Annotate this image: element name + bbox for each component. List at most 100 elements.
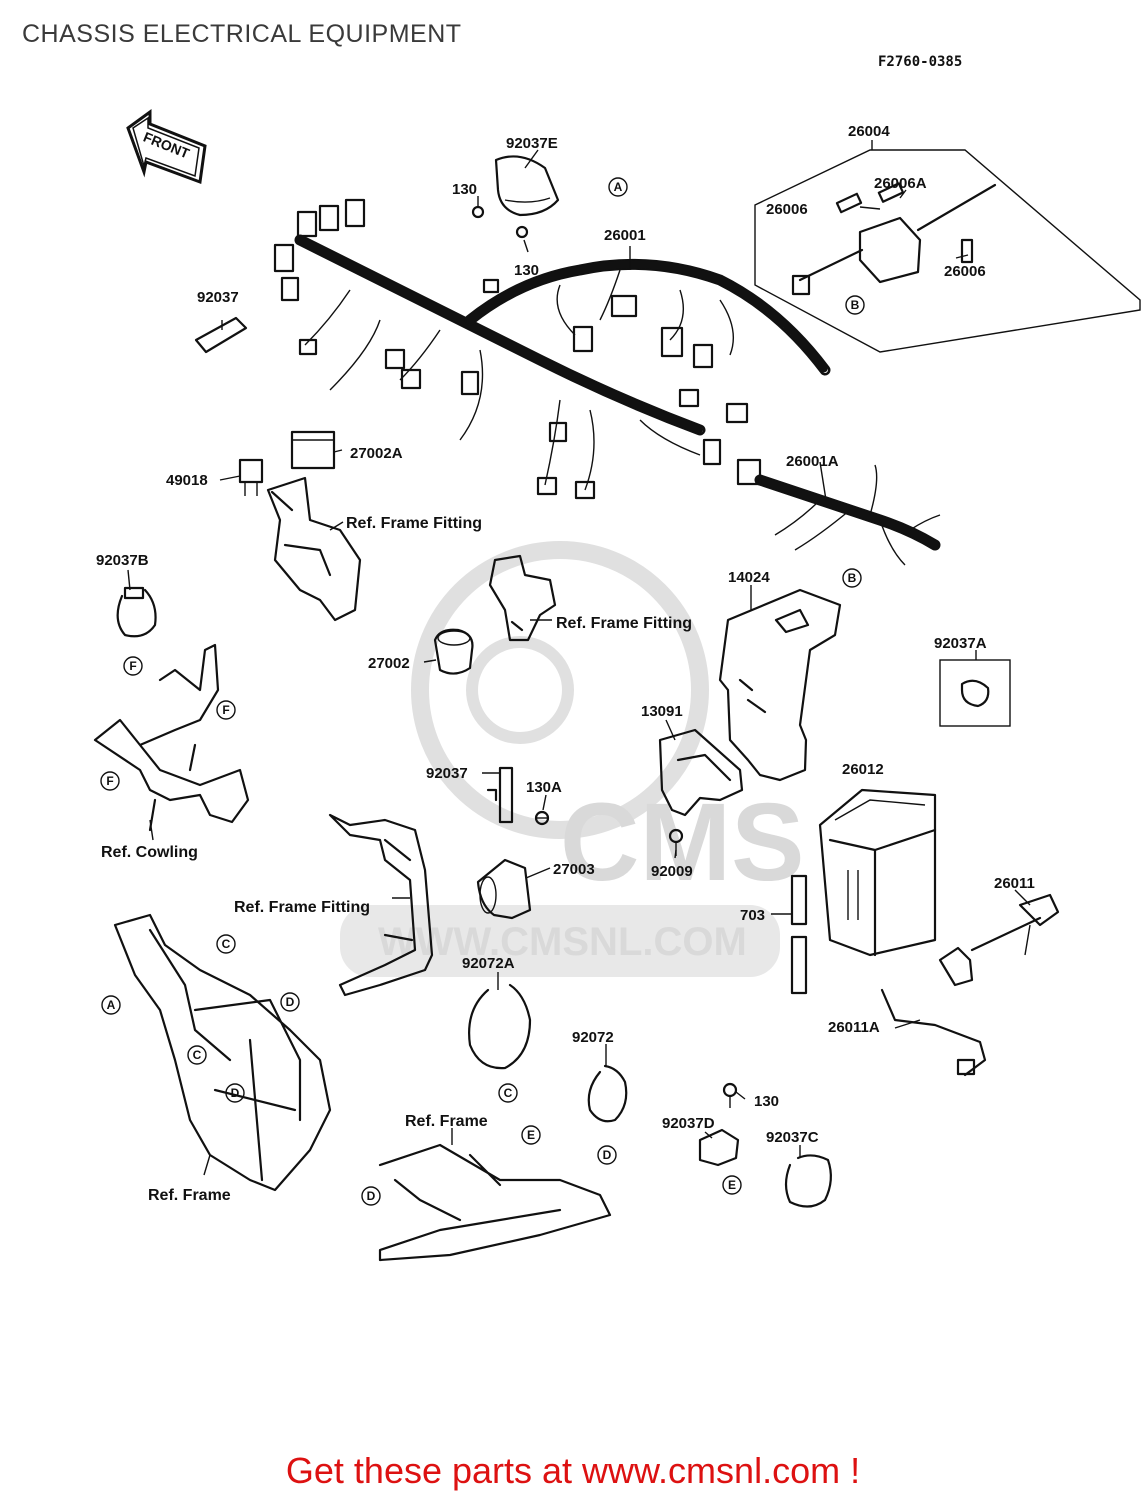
part-27003-shape: [476, 858, 532, 920]
label-26006A: 26006A: [874, 175, 927, 192]
bracket-ref-frame-fitting-1: [266, 476, 362, 622]
svg-text:B: B: [848, 571, 857, 585]
svg-text:C: C: [222, 937, 231, 951]
marker-A-1: A: [608, 177, 628, 197]
label-703: 703: [740, 907, 765, 924]
ref-frame-2: Ref. Frame: [405, 1113, 488, 1130]
marker-F-1: F: [123, 656, 143, 676]
part-26012-shape: [818, 788, 937, 957]
watermark: CMS WWW.CMSNL.COM: [340, 541, 804, 977]
watermark-url: WWW.CMSNL.COM: [378, 920, 747, 964]
svg-text:A: A: [614, 180, 623, 194]
svg-text:B: B: [851, 298, 860, 312]
part-49018-shape: [238, 458, 264, 496]
cowling-bracket: [93, 643, 250, 832]
label-92009: 92009: [651, 863, 693, 880]
marker-C-2: C: [187, 1045, 207, 1065]
watermark-brand: CMS: [560, 781, 804, 904]
part-92037B-shape: [116, 586, 157, 638]
svg-text:E: E: [728, 1178, 736, 1192]
part-92037A-shape: [939, 659, 1011, 727]
part-92037C-shape: [784, 1154, 832, 1208]
label-26004: 26004: [848, 123, 890, 140]
part-26011-shape: [938, 893, 1060, 987]
reference-labels: Ref. Frame Fitting Ref. Frame Fitting Re…: [101, 515, 692, 1204]
svg-text:D: D: [231, 1086, 240, 1100]
part-26004-group: [754, 149, 1141, 353]
label-92037: 92037: [197, 289, 239, 306]
label-13091: 13091: [641, 703, 683, 720]
svg-text:F: F: [106, 774, 113, 788]
ref-frame-1: Ref. Frame: [148, 1187, 231, 1204]
part-14024-shape: [718, 588, 842, 782]
label-27002A: 27002A: [350, 445, 403, 462]
marker-D-1: D: [280, 992, 300, 1012]
reference-markers: A A B B C C C D D D D E E F F F: [100, 177, 865, 1206]
svg-text:D: D: [367, 1189, 376, 1203]
part-703-shape: [790, 874, 808, 995]
part-92037-shape: [194, 316, 248, 354]
part-130A-shape: [534, 810, 550, 826]
front-arrow-icon: FRONT: [126, 109, 207, 185]
ref-frame-fitting-1: Ref. Frame Fitting: [346, 515, 482, 532]
ref-frame-fitting-3: Ref. Frame Fitting: [234, 899, 370, 916]
label-26006-b: 26006: [944, 263, 986, 280]
marker-E-1: E: [521, 1125, 541, 1145]
label-26012: 26012: [842, 761, 884, 778]
part-27002A-shape: [290, 430, 336, 470]
bracket-ref-frame-fitting-2: [488, 554, 557, 642]
bracket-ref-frame-fitting-3: [328, 813, 434, 997]
footer-promo-link[interactable]: Get these parts at www.cmsnl.com !: [285, 1450, 861, 1491]
marker-C-3: C: [498, 1083, 518, 1103]
leader-lines: [127, 140, 1031, 1176]
svg-text:F: F: [129, 659, 136, 673]
part-92072-shape: [587, 1064, 628, 1123]
label-130-a: 130: [452, 181, 477, 198]
label-26006-a: 26006: [766, 201, 808, 218]
label-27003: 27003: [553, 861, 595, 878]
wiring-harness-main: [273, 198, 831, 500]
ref-cowling: Ref. Cowling: [101, 844, 198, 861]
label-26001: 26001: [604, 227, 646, 244]
svg-text:C: C: [193, 1048, 202, 1062]
marker-A-2: A: [101, 995, 121, 1015]
marker-D-4: D: [361, 1186, 381, 1206]
svg-text:A: A: [107, 998, 116, 1012]
marker-F-2: F: [216, 700, 236, 720]
label-92037A: 92037A: [934, 635, 987, 652]
label-92037-b: 92037: [426, 765, 468, 782]
label-27002: 27002: [368, 655, 410, 672]
svg-text:D: D: [286, 995, 295, 1009]
label-92072: 92072: [572, 1029, 614, 1046]
figure-code: F2760-0385: [878, 54, 963, 70]
label-92037B: 92037B: [96, 552, 149, 569]
svg-text:F: F: [222, 703, 229, 717]
label-26011A: 26011A: [828, 1019, 880, 1036]
wiring-harness-sub: [736, 458, 941, 566]
marker-E-2: E: [722, 1175, 742, 1195]
marker-B-1: B: [845, 295, 865, 315]
label-26011: 26011: [994, 875, 1035, 892]
part-92037-clamp-shape: [486, 766, 514, 824]
part-92072A-shape: [468, 983, 532, 1070]
label-49018: 49018: [166, 472, 208, 489]
marker-F-3: F: [100, 771, 120, 791]
label-130-b: 130: [514, 262, 539, 279]
frame-sub: [378, 1143, 612, 1262]
marker-D-2: D: [225, 1083, 245, 1103]
part-130-lower-shape: [722, 1082, 738, 1108]
marker-D-3: D: [597, 1145, 617, 1165]
label-92072A: 92072A: [462, 955, 515, 972]
ref-frame-fitting-2: Ref. Frame Fitting: [556, 615, 692, 632]
label-92037D: 92037D: [662, 1115, 715, 1132]
part-13091-shape: [658, 728, 744, 817]
page-title: CHASSIS ELECTRICAL EQUIPMENT: [22, 20, 462, 48]
label-92037E: 92037E: [506, 135, 558, 152]
part-27002-shape: [433, 628, 474, 675]
part-26011A-shape: [880, 988, 987, 1077]
part-92037D-shape: [698, 1128, 740, 1167]
marker-C-1: C: [216, 934, 236, 954]
parts-diagram: CMS WWW.CMSNL.COM FRONT: [93, 109, 1141, 1262]
svg-text:C: C: [504, 1086, 513, 1100]
frame-main: [113, 913, 332, 1192]
